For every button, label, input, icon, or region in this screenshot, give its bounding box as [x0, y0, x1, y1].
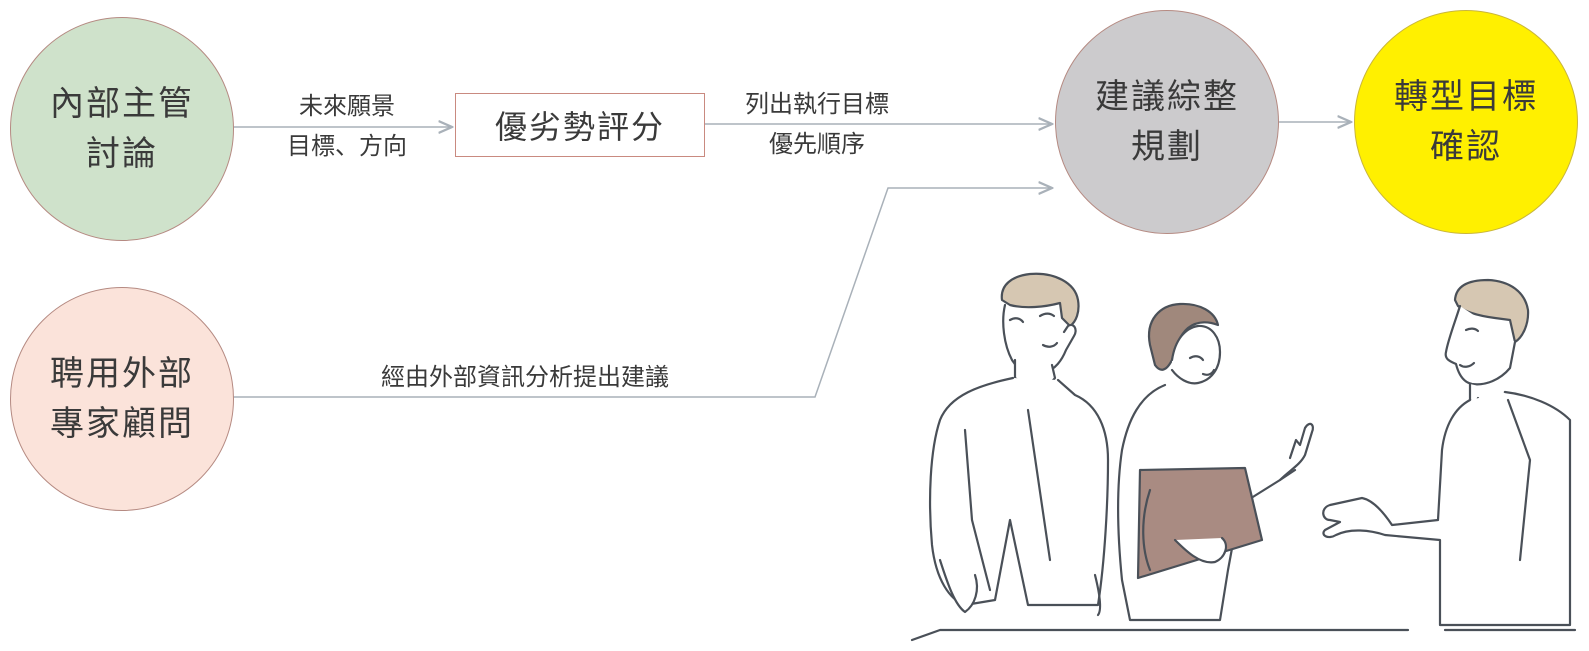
node-internal-discussion: 內部主管 討論 [10, 17, 234, 241]
node-label: 建議綜整 [1095, 77, 1239, 117]
node-label: 專家顧問 [50, 404, 194, 444]
node-label: 討論 [86, 134, 158, 174]
man-left-figure [928, 272, 1110, 617]
node-label: 轉型目標 [1394, 77, 1538, 117]
node-label: 聘用外部 [50, 354, 194, 394]
node-integrated-planning: 建議綜整 規劃 [1055, 10, 1279, 234]
node-label: 內部主管 [50, 84, 194, 124]
node-label: 確認 [1430, 127, 1502, 167]
edge-label-external: 經由外部資訊分析提出建議 [330, 357, 720, 397]
node-transformation-target: 轉型目標 確認 [1354, 10, 1578, 234]
node-swot-score: 優劣勢評分 [455, 93, 705, 157]
woman-figure [1117, 302, 1314, 622]
node-label: 規劃 [1131, 127, 1203, 167]
edge-label-priority: 列出執行目標 優先順序 [722, 84, 912, 164]
edge-label-vision: 未來願景 目標、方向 [262, 86, 432, 166]
man-right-figure [1322, 278, 1572, 627]
edge-label-line: 目標、方向 [287, 132, 407, 160]
edge-label-line: 列出執行目標 [745, 90, 889, 118]
edge-label-line: 經由外部資訊分析提出建議 [381, 363, 669, 391]
arrow-expert-to-plan [232, 188, 1052, 398]
node-external-experts: 聘用外部 專家顧問 [10, 287, 234, 511]
edge-label-line: 優先順序 [769, 130, 865, 158]
edge-label-line: 未來願景 [299, 92, 395, 120]
box-label: 優劣勢評分 [494, 108, 665, 146]
table-edge [910, 628, 1577, 642]
